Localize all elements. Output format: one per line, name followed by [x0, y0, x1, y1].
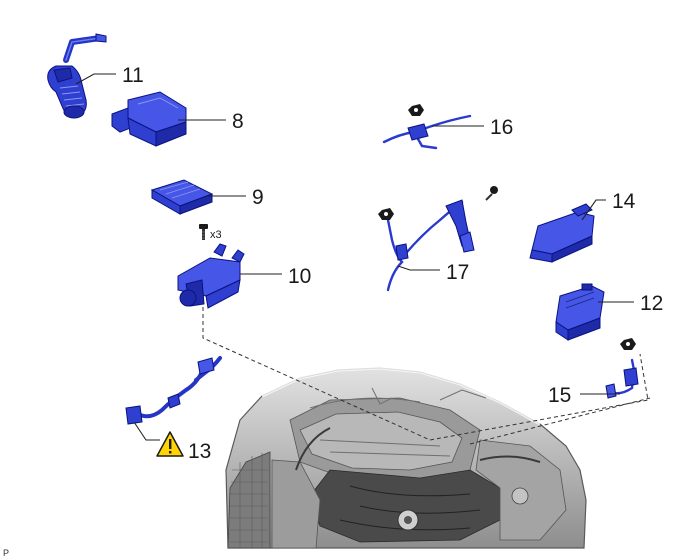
part-16-wire-harness [382, 104, 472, 150]
callout-15: 15 [548, 384, 571, 407]
bolt-icon-17 [485, 186, 498, 201]
callout-13: 13 [188, 440, 211, 463]
part-15-wire-harness [605, 338, 639, 399]
callout-16: 16 [490, 116, 513, 139]
part-14-ecu-cover [529, 203, 595, 263]
part-12-ecu [555, 283, 605, 341]
part-8-air-cleaner-case [111, 91, 187, 147]
nut-icon-15 [620, 338, 636, 350]
bolt-icon [199, 224, 208, 240]
callout-9: 9 [252, 186, 264, 209]
callout-11: 11 [122, 64, 144, 87]
leader-14 [581, 199, 606, 221]
part-13-wire-harness [125, 356, 222, 425]
corner-mark: P [3, 548, 9, 558]
leader-11 [75, 73, 116, 85]
callout-14: 14 [612, 190, 636, 213]
engine-compartment-illustration [225, 366, 587, 549]
nut-icon-17 [378, 208, 394, 220]
callout-12: 12 [640, 292, 663, 315]
leader-13 [133, 421, 160, 441]
part-9-air-filter-element [150, 179, 214, 215]
callout-10: 10 [288, 265, 311, 288]
warning-triangle-icon [156, 431, 184, 457]
part-11-intake-hose [47, 33, 107, 119]
part-10-air-cleaner-lower-case [177, 243, 245, 309]
callout-8: 8 [232, 110, 244, 133]
location-guide-lines [202, 300, 651, 445]
callout-17: 17 [446, 261, 469, 284]
part-17-wire-harness [378, 186, 498, 292]
quantity-note: x3 [210, 229, 222, 241]
nut-icon [408, 104, 424, 116]
leader-17 [397, 265, 440, 271]
